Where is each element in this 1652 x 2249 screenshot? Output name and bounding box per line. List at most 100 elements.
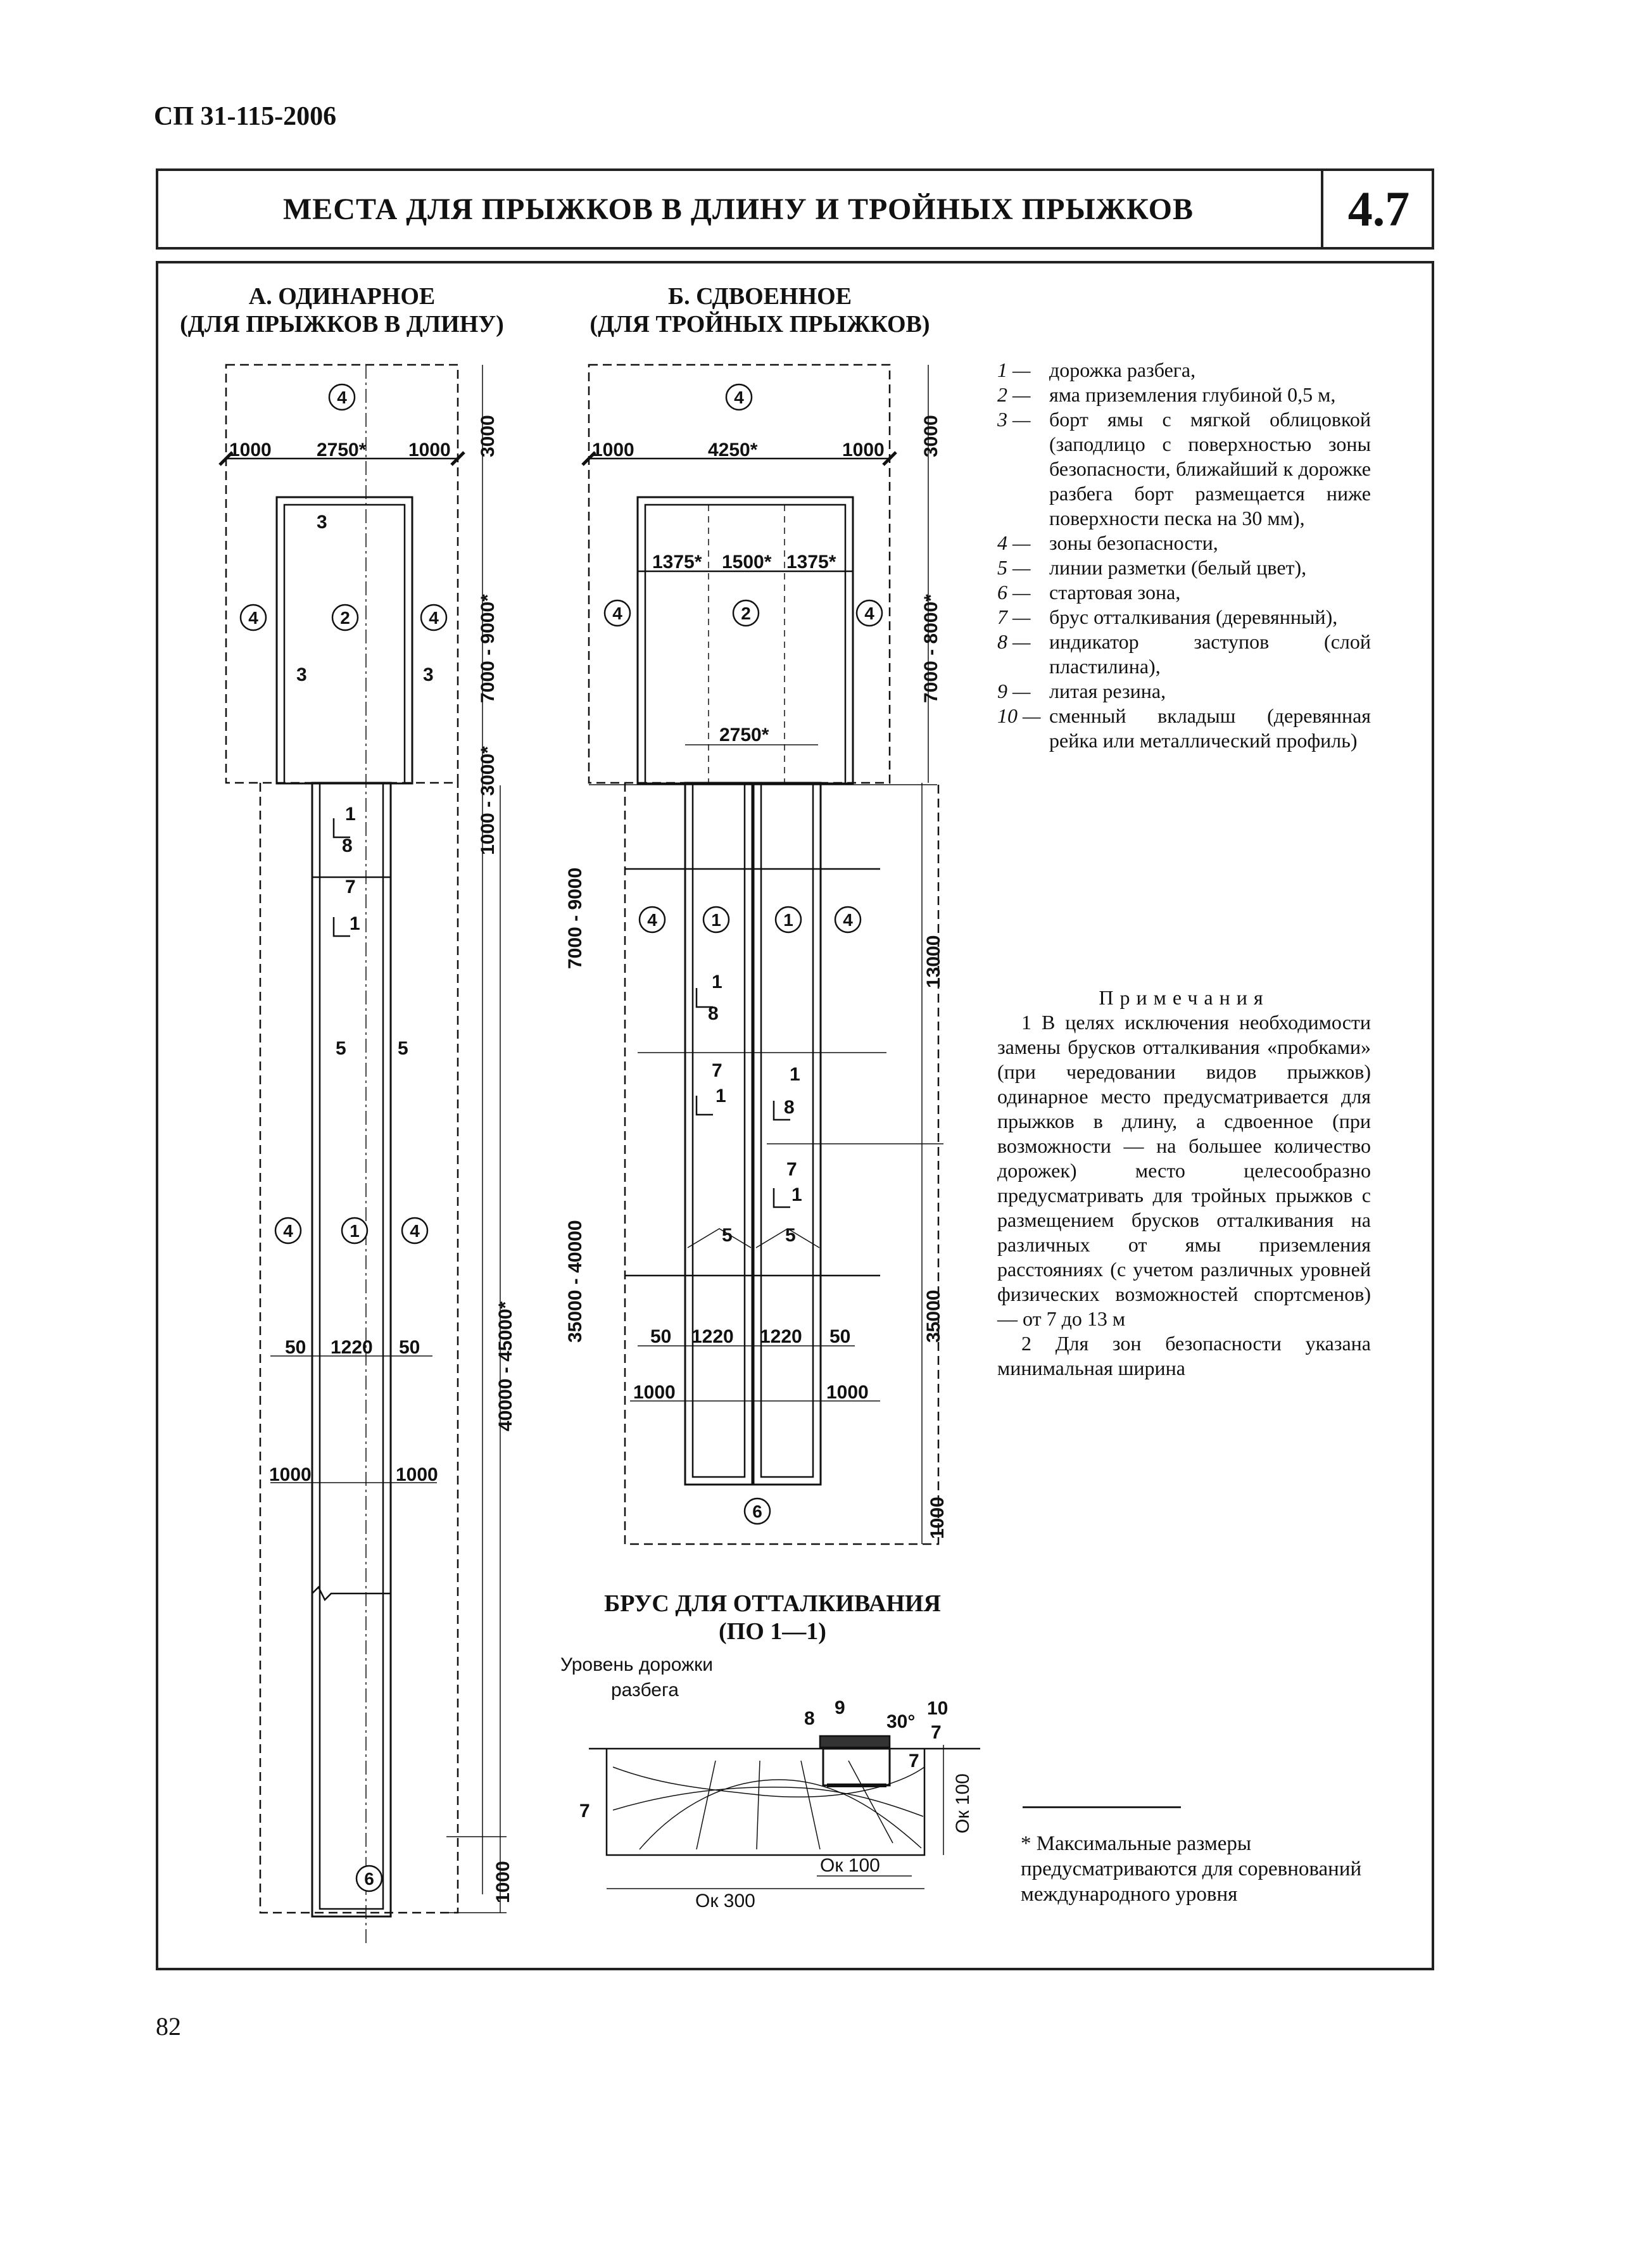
svg-text:5: 5 (722, 1225, 733, 1246)
dim-a-top-zone: 3000 (477, 415, 498, 457)
drawing-b-heading: Б. СДВОЕННОЕ (ДЛЯ ТРОЙНЫХ ПРЫЖКОВ) (557, 282, 962, 338)
drawing-b-title-line2: (ДЛЯ ТРОЙНЫХ ПРЫЖКОВ) (590, 311, 930, 338)
drawing-b (581, 364, 943, 1545)
dim-b-right-b: 35000 (923, 1290, 944, 1343)
dim-a-runway: 40000 - 45000* (495, 1301, 516, 1431)
dim-b-side-left: 1000 (633, 1382, 676, 1403)
legend-item: 5 —линии разметки (белый цвет), (997, 555, 1371, 580)
dim-b-track-1: 50 (650, 1326, 671, 1347)
legend-text: брус отталкивания (деревянный), (1049, 605, 1338, 628)
svg-text:4: 4 (864, 604, 874, 623)
level-label-2: разбега (611, 1680, 679, 1701)
dim-c-seven-b: 7 (909, 1751, 919, 1771)
dim-b-side-right: 1000 (826, 1382, 869, 1403)
svg-text:4: 4 (843, 910, 853, 930)
svg-text:7: 7 (579, 1801, 590, 1821)
footnote-divider (1023, 1806, 1181, 1808)
drawing-c-title-line1: БРУС ДЛЯ ОТТАЛКИВАНИЯ (604, 1590, 941, 1617)
dim-b-end: 1000 (927, 1497, 948, 1539)
dim-b-left-a: 7000 - 9000 (565, 868, 586, 969)
drawing-a-heading: А. ОДИНАРНОЕ (ДЛЯ ПРЫЖКОВ В ДЛИНУ) (165, 282, 519, 338)
dim-a-width-mid: 2750* (317, 440, 367, 460)
drawing-c (589, 1735, 980, 1889)
legend-item: 6 — стартовая зона, (997, 580, 1371, 605)
svg-text:1: 1 (716, 1086, 726, 1106)
svg-text:2: 2 (741, 604, 751, 623)
dim-b-width-right: 1000 (842, 440, 885, 460)
svg-text:1: 1 (791, 1184, 802, 1205)
dim-c-total: Ок 300 (695, 1891, 755, 1911)
angle-label: 30° (886, 1711, 915, 1732)
sheet-number: 4.7 (1347, 181, 1410, 236)
dim-a-side-right: 1000 (396, 1464, 438, 1485)
notes-title: Примечания (1099, 986, 1270, 1009)
drawing-a-dimensions: 1000 2750* 1000 50 1220 50 1000 1000 300… (229, 415, 516, 1903)
note-1: 1 В целях исключения необходимости замен… (997, 1011, 1371, 1330)
dim-b-width-mid: 4250* (708, 440, 758, 460)
svg-text:5: 5 (785, 1225, 796, 1246)
legend-item: 1 —дорожка разбега, (997, 358, 1371, 383)
footnote: * Максимальные размеры предусматриваются… (1021, 1832, 1362, 1906)
dim-a-pit-length: 7000 - 9000* (477, 594, 498, 703)
drawing-c-labels: Уровень дорожки разбега 30° Ок 300 Ок 10… (560, 1654, 973, 1911)
legend-number: 9 — (997, 680, 1031, 702)
svg-text:5: 5 (398, 1038, 408, 1059)
drawing-c-heading: БРУС ДЛЯ ОТТАЛКИВАНИЯ (ПО 1—1) (570, 1590, 975, 1645)
legend-text: литая резина, (1049, 680, 1166, 702)
legend-number: 8 — (997, 630, 1031, 653)
legend-item: 3 —борт ямы с мягкой облицовкой (заподли… (997, 407, 1371, 531)
sheet-title: МЕСТА ДЛЯ ПРЫЖКОВ В ДЛИНУ И ТРОЙНЫХ ПРЫЖ… (282, 192, 1194, 226)
title-divider (1321, 168, 1323, 250)
svg-text:4: 4 (647, 910, 657, 930)
svg-text:1: 1 (712, 972, 722, 992)
svg-text:7: 7 (786, 1159, 797, 1180)
document-code: СП 31-115-2006 (154, 102, 337, 131)
legend-text: сменный вкладыш (деревянная рейка или ме… (1049, 704, 1371, 752)
svg-text:6: 6 (752, 1502, 762, 1521)
svg-text:4: 4 (410, 1221, 420, 1241)
svg-text:1: 1 (350, 913, 360, 934)
svg-text:6: 6 (364, 1869, 374, 1889)
dim-a-end: 1000 (493, 1861, 514, 1903)
svg-text:1: 1 (345, 804, 356, 825)
dim-b-inner-mid: 1500* (722, 552, 772, 573)
note-2: 2 Для зон безопасности указана минимальн… (997, 1332, 1371, 1379)
svg-text:4: 4 (248, 608, 258, 628)
svg-text:4: 4 (612, 604, 622, 623)
dim-c-height: Ок 100 (952, 1773, 973, 1834)
legend-item: 4 —зоны безопасности, (997, 531, 1371, 555)
svg-text:8: 8 (342, 835, 353, 856)
legend-item: 9 — литая резина, (997, 679, 1371, 704)
svg-text:3: 3 (296, 664, 307, 685)
svg-text:3: 3 (423, 664, 434, 685)
svg-text:4: 4 (337, 388, 347, 407)
legend-text: дорожка разбега, (1049, 358, 1196, 381)
title-frame (156, 168, 1434, 250)
dim-c-seven-a: 7 (931, 1722, 942, 1743)
svg-text:8: 8 (708, 1003, 719, 1024)
legend-number: 6 — (997, 581, 1031, 604)
legend-number: 5 — (997, 556, 1031, 579)
dim-c-insert: Ок 100 (820, 1855, 880, 1876)
dim-b-inner-left: 1375* (652, 552, 702, 573)
svg-text:1: 1 (790, 1064, 800, 1085)
drawing-c-title-line2: (ПО 1—1) (719, 1618, 826, 1645)
svg-text:9: 9 (835, 1697, 845, 1718)
legend-item: 7 —брус отталкивания (деревянный), (997, 605, 1371, 630)
legend-text: яма приземления глубиной 0,5 м, (1049, 383, 1336, 406)
dim-b-pit-length: 7000 - 8000* (921, 594, 942, 703)
drawing-a-title-line2: (ДЛЯ ПРЫЖКОВ В ДЛИНУ) (180, 311, 504, 338)
content-frame (156, 261, 1434, 1970)
svg-text:10: 10 (927, 1698, 948, 1719)
dim-b-inner-right: 1375* (786, 552, 836, 573)
dim-b-pit-width: 2750* (719, 725, 769, 745)
dim-a-gap: 1000 - 3000* (477, 746, 498, 855)
dim-b-track-3: 1220 (760, 1326, 802, 1347)
dim-b-left-b: 35000 - 40000 (565, 1220, 586, 1343)
legend-text: стартовая зона, (1049, 581, 1181, 604)
callout-circles (239, 383, 883, 1892)
drawing-a (218, 364, 507, 1944)
